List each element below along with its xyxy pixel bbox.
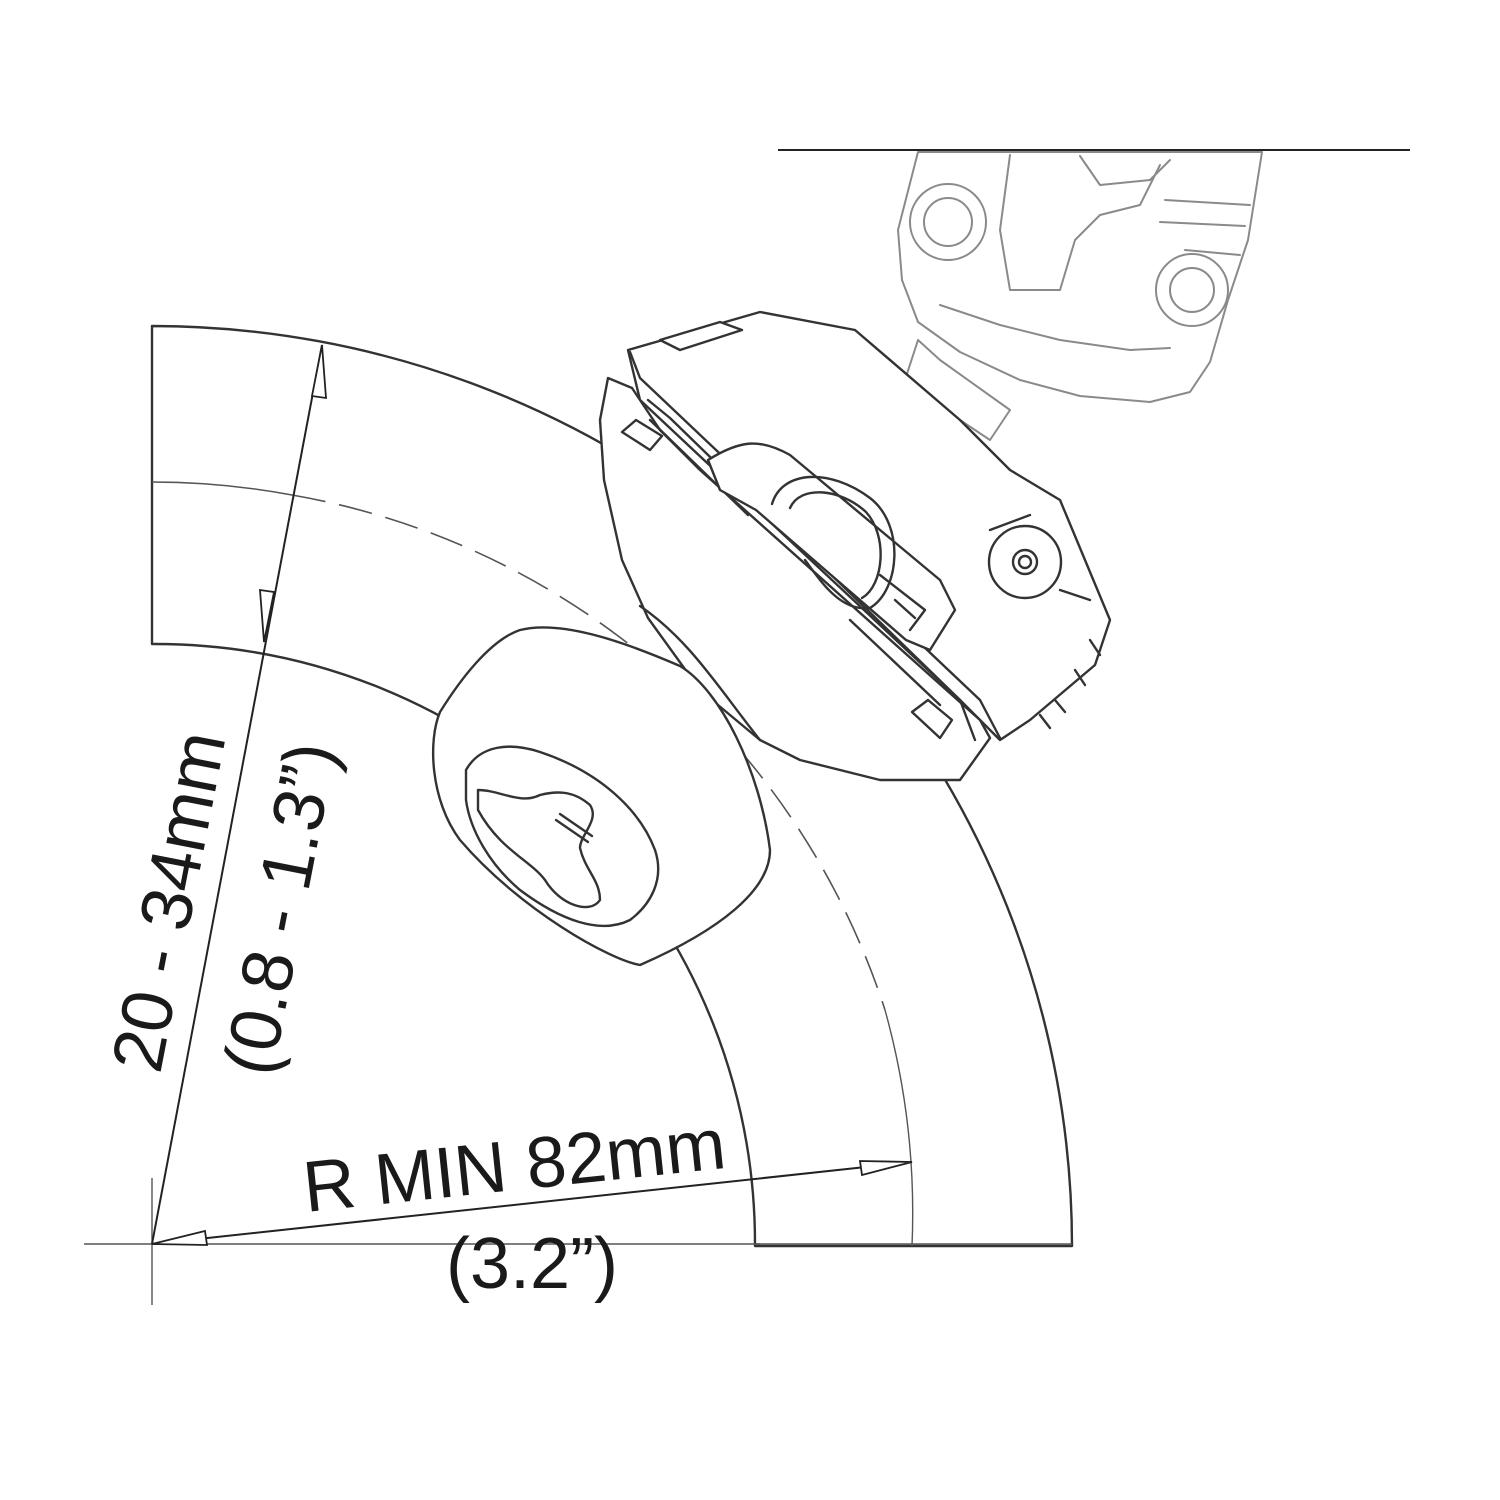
arm-inner-detail — [1079, 155, 1171, 186]
arm-lower-band — [939, 304, 1171, 351]
clamp-d-ring-inner — [788, 491, 882, 600]
ball-joint-left-icon — [909, 183, 987, 261]
knob-body — [431, 626, 772, 967]
ball-joint-right-icon — [1155, 253, 1229, 327]
radius-dimension: R MIN 82mm (3.2”) — [151, 1104, 913, 1304]
clamp-d-ring-icon — [770, 475, 896, 610]
radius-metric-label: R MIN 82mm — [299, 1104, 729, 1228]
clamp-latch — [878, 573, 927, 632]
clamp-cradle-window — [706, 442, 957, 652]
diameter-arrow-bottom-icon — [259, 588, 276, 643]
clamp-lower-curve — [638, 604, 762, 742]
knob-slot — [554, 812, 594, 844]
cradle-screw-housing — [988, 513, 1092, 602]
radius-imperial-label: (3.2”) — [446, 1224, 618, 1304]
clamp-bottom-tab — [910, 698, 954, 740]
diameter-arrow-top-icon — [310, 344, 327, 400]
clamp-rail-line — [648, 418, 942, 707]
knob-wing-icon — [476, 788, 602, 909]
ball-joint-right-inner — [1169, 267, 1215, 313]
knob-face — [464, 745, 660, 928]
ball-joint-arm — [897, 151, 1263, 441]
diameter-dimension-line — [151, 344, 323, 1245]
tightening-knob — [431, 626, 772, 967]
tube-centerline-solid — [151, 481, 293, 496]
arm-side-rails — [1159, 199, 1251, 256]
clamp-top-tab — [620, 418, 664, 452]
radius-arrow-left-icon — [151, 1229, 209, 1246]
tube-centerline-end — [884, 1009, 914, 1247]
cradle-side-teeth — [1038, 638, 1102, 730]
arm-inner-channel — [999, 154, 1161, 291]
radius-dimension-line — [151, 1161, 913, 1245]
arm-body — [897, 151, 1263, 403]
cradle-screw-center — [1017, 554, 1033, 570]
cradle-screw-boss — [987, 524, 1063, 600]
diameter-dimension: 20 - 34mm (0.8 - 1.3”) — [97, 344, 352, 1245]
radius-arrow-right-icon — [858, 1160, 913, 1177]
cradle-slot — [658, 320, 744, 352]
ball-joint-left-inner — [923, 197, 973, 247]
cradle-screw-icon — [1011, 548, 1039, 576]
